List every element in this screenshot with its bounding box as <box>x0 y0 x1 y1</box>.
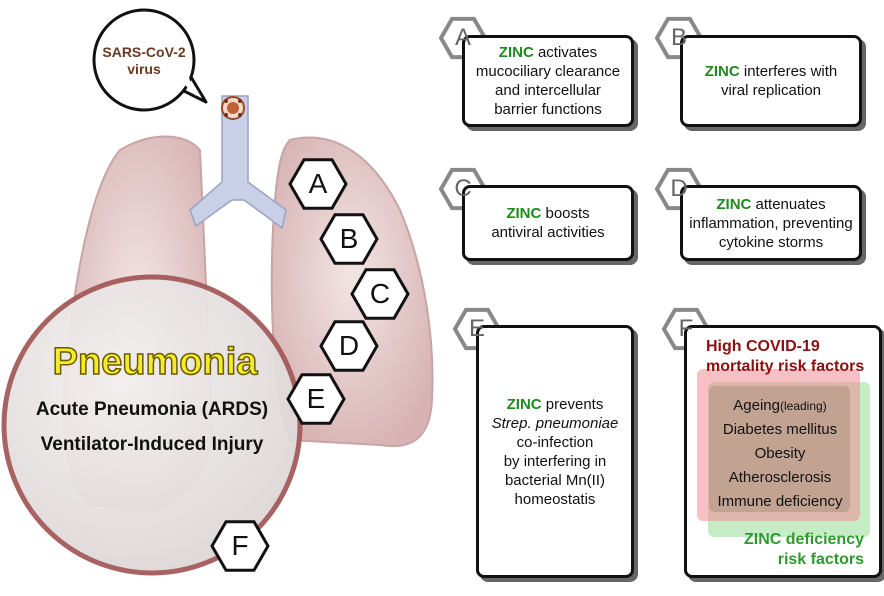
pneumonia-title: Pneumonia <box>52 340 258 384</box>
factor-diabetes: Diabetes mellitus <box>722 421 838 438</box>
card-e-zinc: ZINC <box>506 395 542 413</box>
pneumonia-line2: Ventilator-Induced Injury <box>40 434 264 455</box>
card-c-text-1: boosts <box>541 205 590 222</box>
lung-hex-c-label: C <box>369 278 391 309</box>
virus-label-line2: virus <box>127 61 161 77</box>
lung-hex-a-label: A <box>308 168 328 199</box>
zinc-deficiency-line2: risk factors <box>777 551 864 568</box>
factor-list: Ageing(leading) Diabetes mellitus Obesit… <box>704 394 856 514</box>
card-d-hex-label: D <box>670 175 688 202</box>
virus-speech-bubble <box>92 8 208 112</box>
card-e-text-3: co-infection <box>516 433 594 451</box>
virus-label: SARS-CoV-2 virus <box>94 44 194 78</box>
card-e-text-4: by interfering in <box>503 452 607 470</box>
card-c-zinc: ZINC <box>506 205 542 222</box>
card-b-zinc: ZINC <box>704 63 740 80</box>
card-e-text-1: prevents <box>541 395 604 413</box>
card-e-hex-label: E <box>468 315 485 342</box>
card-d-zinc: ZINC <box>716 195 752 213</box>
card-a-hex-label: A <box>454 24 471 51</box>
lung-hex-b-label: B <box>339 223 359 254</box>
factor-obesity: Obesity <box>754 445 806 462</box>
card-b: ZINC interferes with viral replication <box>680 35 862 127</box>
card-c-text-2: antiviral activities <box>491 224 605 241</box>
lung-hex-f-label: F <box>231 530 249 561</box>
covid-title: High COVID-19 mortality risk factors <box>706 337 876 377</box>
card-e: ZINC prevents Strep. pneumoniae co-infec… <box>476 325 634 578</box>
lung-hex-f <box>210 520 270 572</box>
ageing-note: (leading) <box>780 399 827 413</box>
zinc-deficiency-title: ZINC deficiency risk factors <box>714 530 864 570</box>
covid-title-line2: mortality risk factors <box>706 358 865 375</box>
card-e-text-5: bacterial Mn(II) <box>504 471 605 489</box>
pneumonia-circle <box>1 274 303 576</box>
card-f-hex-label: F <box>678 315 694 342</box>
lung-hex-e-label: E <box>306 383 326 414</box>
card-a-text-1: activates <box>533 44 598 61</box>
lung-hex-c <box>350 268 410 320</box>
factor-atherosclerosis: Atherosclerosis <box>728 469 832 486</box>
card-e-text-6: homeostatis <box>514 490 596 508</box>
card-d: ZINC attenuates inflammation, preventing… <box>680 185 862 261</box>
virus-particle <box>221 96 245 120</box>
card-d-text-1: attenuates <box>751 195 826 213</box>
card-a-text-4: barrier functions <box>494 101 602 118</box>
lung-hex-a <box>288 158 348 210</box>
card-d-text-3: cytokine storms <box>718 233 824 251</box>
lung-hex-e <box>286 373 346 425</box>
trachea <box>189 95 287 230</box>
card-b-text-2: viral replication <box>720 82 822 99</box>
lung-hex-d <box>319 320 379 372</box>
factors-box <box>709 386 850 512</box>
card-b-hex-label: B <box>670 24 687 51</box>
factor-ageing: Ageing(leading) <box>733 397 827 414</box>
card-c: ZINC boosts antiviral activities <box>462 185 634 261</box>
lung-hex-b <box>319 213 379 265</box>
card-a-text-3: and intercellular <box>495 82 601 99</box>
zinc-deficiency-line1: ZINC deficiency <box>743 531 864 548</box>
card-e-text-2: Strep. pneumoniae <box>491 414 619 432</box>
card-c-hex-label: C <box>454 175 472 202</box>
pneumonia-line1: Acute Pneumonia (ARDS) <box>35 399 269 420</box>
virus-label-line1: SARS-CoV-2 <box>102 44 186 60</box>
card-a-text-2: mucociliary clearance <box>475 63 621 80</box>
card-b-text-1: interferes with <box>739 63 838 80</box>
factor-immune-deficiency: Immune deficiency <box>717 493 843 510</box>
card-a-zinc: ZINC <box>498 44 534 61</box>
card-d-text-2: inflammation, preventing <box>689 214 853 232</box>
card-a: ZINC activates mucociliary clearance and… <box>462 35 634 127</box>
lung-hex-d-label: D <box>338 330 360 361</box>
covid-title-line1: High COVID-19 <box>706 338 820 355</box>
